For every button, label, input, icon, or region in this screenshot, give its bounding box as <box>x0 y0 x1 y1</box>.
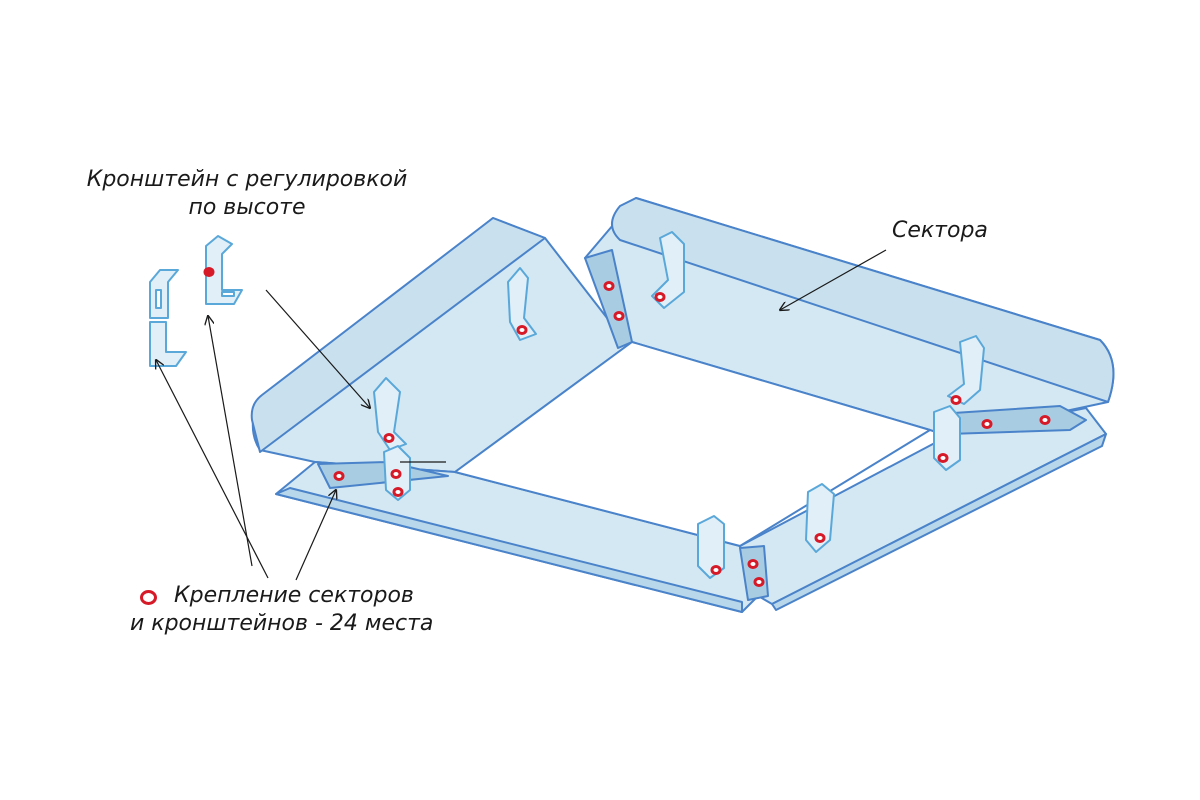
leader-bracket-to-frame <box>265 289 370 408</box>
loose-bracket-a-slot <box>155 289 162 309</box>
bracket-mounted-3 <box>373 377 407 451</box>
leader-fastening-to-loose <box>156 360 269 579</box>
fastening-point <box>392 487 404 497</box>
fastening-points <box>203 267 1051 587</box>
fastening-point <box>516 325 528 335</box>
leader-sectors <box>780 249 887 310</box>
fastening-label-line2: и кронштейнов - 24 места <box>130 611 434 636</box>
fastening-point <box>613 311 625 321</box>
fastening-point <box>1039 415 1051 425</box>
sector-panel-right-top-face <box>611 197 1115 403</box>
sector-panel-front-edge <box>275 487 743 613</box>
bracket-label: Кронштейн с регулировкой по высоте <box>82 166 412 222</box>
leader-lines <box>156 249 887 581</box>
fastening-point <box>747 559 759 569</box>
bracket-mounted-8 <box>805 483 835 553</box>
fastening-point <box>814 533 826 543</box>
fastening-point <box>654 292 666 302</box>
loose-brackets <box>149 235 243 367</box>
fastening-point <box>710 565 722 575</box>
fastening-point <box>937 453 949 463</box>
fastening-point <box>950 395 962 405</box>
bracket-label-line2: по высоте <box>188 195 306 220</box>
fastening-point <box>753 577 765 587</box>
bracket-mounted-5 <box>947 335 985 405</box>
sector-panel-back-edge <box>771 433 1107 611</box>
fastening-point <box>603 281 615 291</box>
bracket-mounted-2 <box>651 231 685 309</box>
fastening-point <box>333 471 345 481</box>
corner-plate-left <box>317 461 449 489</box>
loose-bracket-b <box>205 235 243 305</box>
sectors-label: Сектора <box>892 218 988 243</box>
loose-bracket-a-foot <box>149 321 187 367</box>
fastening-label-line1: Крепление секторов <box>174 583 414 608</box>
red-ring-icon <box>140 590 157 605</box>
fastening-legend: Крепление секторов и кронштейнов - 24 ме… <box>130 582 433 638</box>
sector-panel-left-top-face <box>250 217 546 453</box>
loose-bracket-b-slot <box>221 291 235 297</box>
leader-bracket-to-loose <box>208 316 253 567</box>
loose-bracket-a <box>149 269 179 319</box>
fastening-point <box>390 469 402 479</box>
fastening-point <box>981 419 993 429</box>
bracket-mounted-7 <box>697 515 725 579</box>
bracket-mounted-1 <box>507 267 537 341</box>
fastening-point <box>203 267 215 277</box>
leader-fastening-to-plate <box>295 490 336 581</box>
fastening-point <box>383 433 395 443</box>
bracket-label-line1: Кронштейн с регулировкой <box>86 167 408 192</box>
corner-plate-top <box>584 249 633 349</box>
